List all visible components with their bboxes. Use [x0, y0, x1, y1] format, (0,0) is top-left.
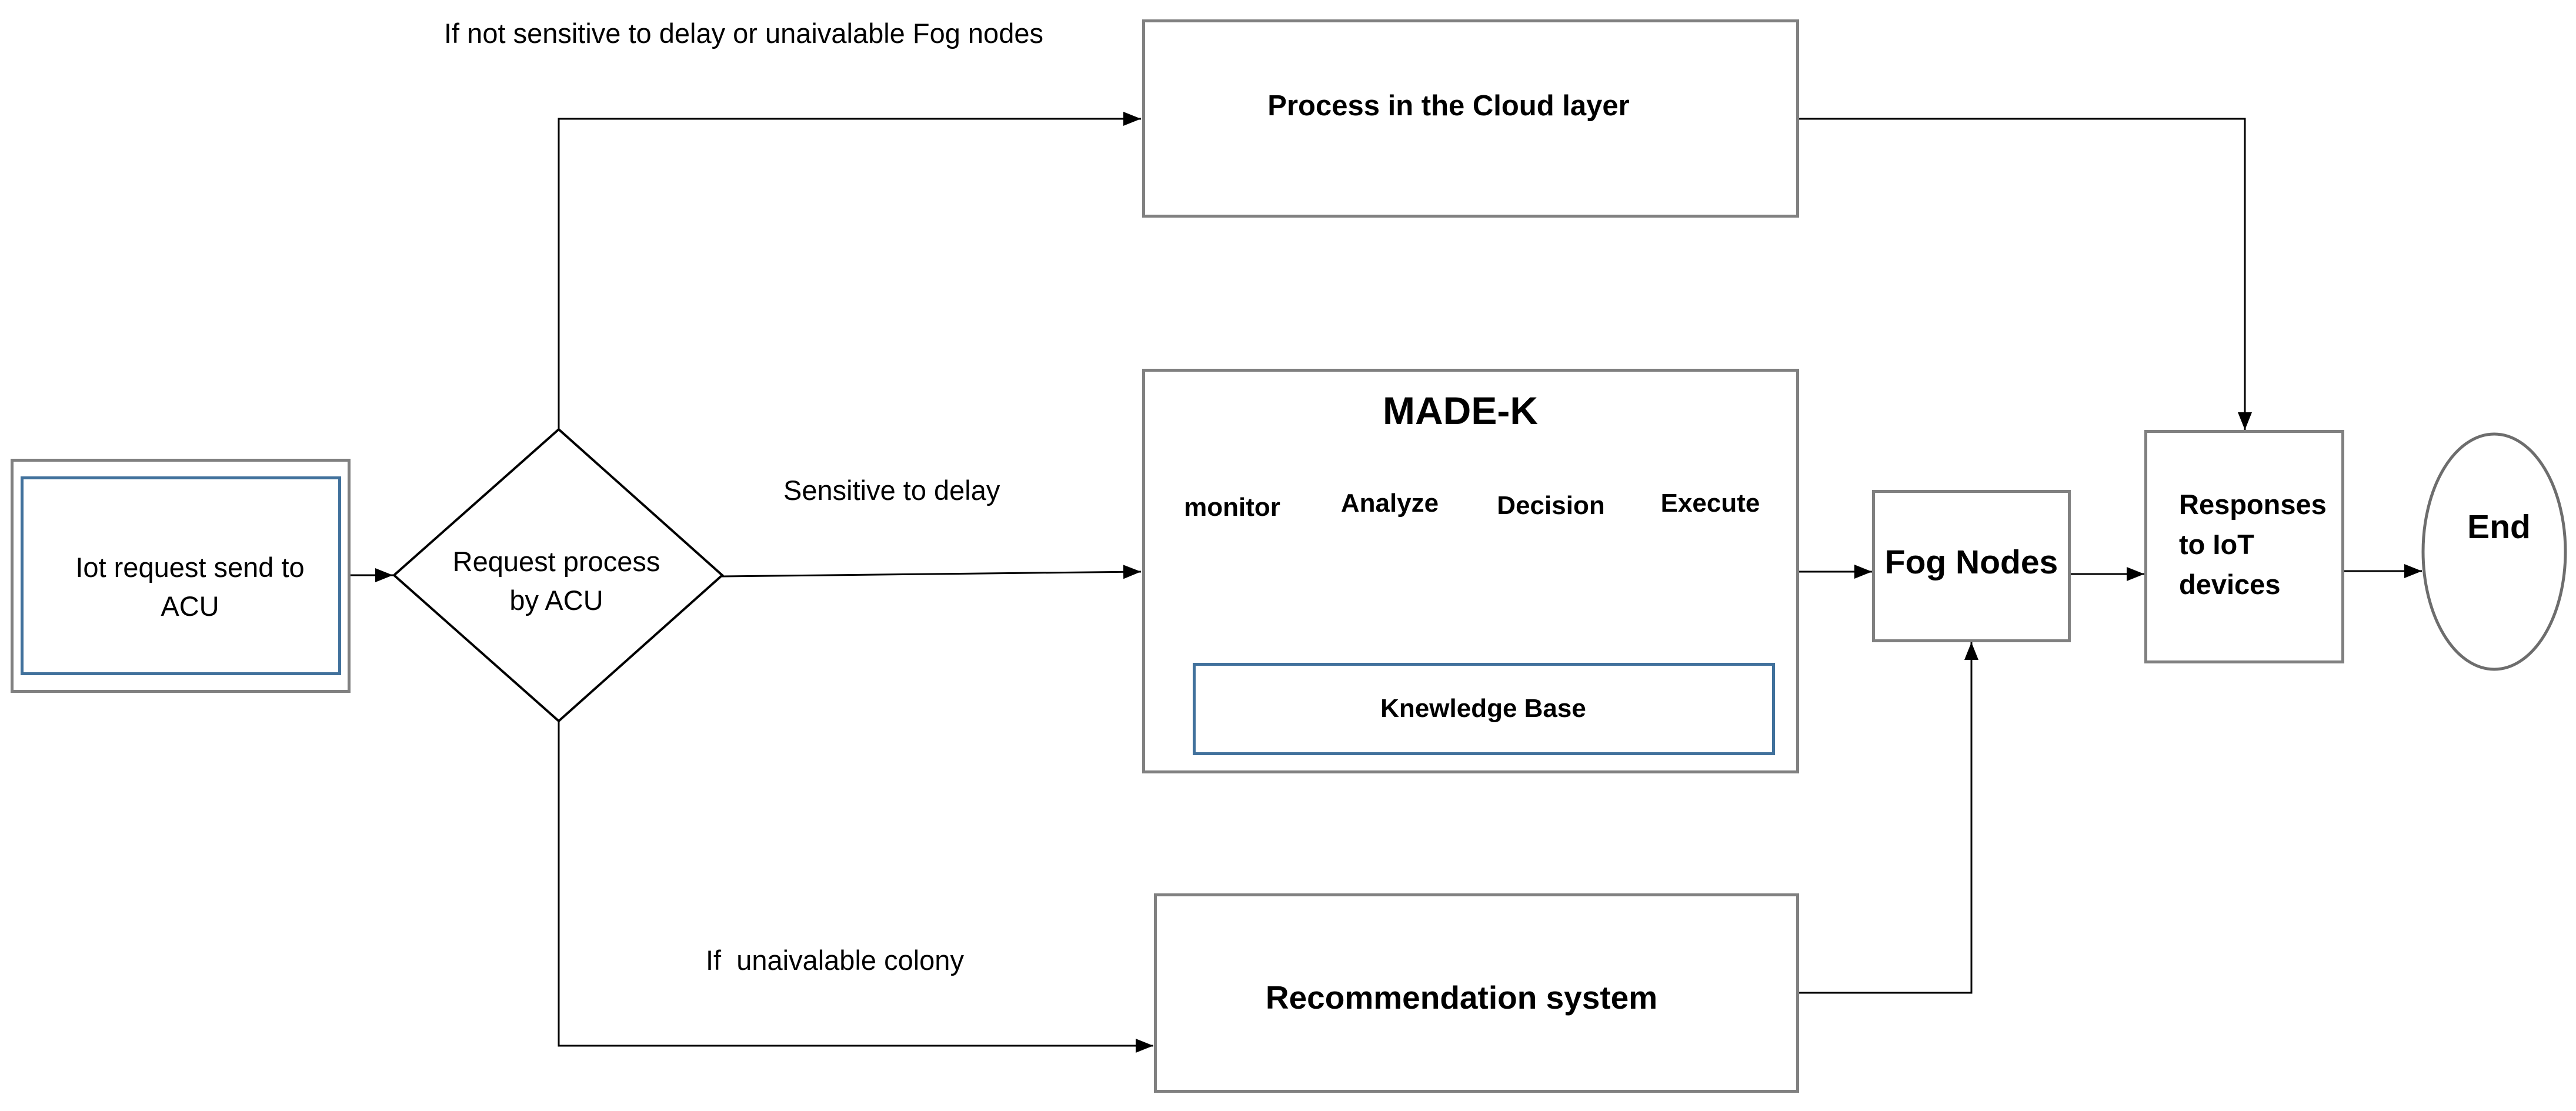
- fog-nodes-label: Fog Nodes: [1884, 543, 2058, 581]
- recommendation-system-box: [1154, 893, 1799, 1093]
- knowledge-base-box: [1193, 663, 1775, 755]
- arrow-cloud-to-responses: [1798, 118, 2252, 430]
- decision-label-line1: Request process: [452, 546, 660, 577]
- start-label-line1: Iot request send to: [75, 552, 305, 583]
- end-ellipse: [2421, 432, 2567, 671]
- recommendation-system-label: Recommendation system: [1265, 979, 1658, 1016]
- madek-step-execute: Execute: [1660, 489, 1760, 518]
- madek-step-decision: Decision: [1497, 491, 1605, 520]
- end-label: End: [2467, 508, 2531, 546]
- colony-condition-label: If unaivalable colony: [706, 945, 964, 976]
- fog-nodes-box: [1872, 490, 2071, 642]
- responses-label-line2: to IoT: [2179, 529, 2254, 560]
- arrow-decision-to-madek: [722, 565, 1142, 579]
- madek-step-monitor: monitor: [1184, 493, 1280, 522]
- cloud-process-box: [1142, 19, 1799, 218]
- cloud-process-label: Process in the Cloud layer: [1267, 90, 1630, 122]
- responses-label-line3: devices: [2179, 569, 2281, 600]
- responses-box: [2144, 430, 2344, 663]
- knowledge-base-label: Knewledge Base: [1380, 694, 1586, 723]
- cloud-condition-label: If not sensitive to delay or unaivalable…: [444, 18, 1043, 49]
- start-node-inner: [21, 476, 341, 675]
- decision-label-line2: by ACU: [509, 585, 603, 616]
- arrow-decision-to-recommendation: [558, 721, 1153, 1053]
- arrow-decision-to-cloud: [558, 112, 1141, 429]
- start-label-line2: ACU: [161, 590, 219, 622]
- responses-label-line1: Responses: [2179, 489, 2327, 520]
- arrow-recommendation-to-fog: [1798, 642, 1978, 994]
- madek-step-analyze: Analyze: [1340, 489, 1439, 518]
- madek-title: MADE-K: [1383, 389, 1538, 432]
- decision-diamond: [392, 428, 725, 723]
- delay-condition-label: Sensitive to delay: [783, 475, 1000, 506]
